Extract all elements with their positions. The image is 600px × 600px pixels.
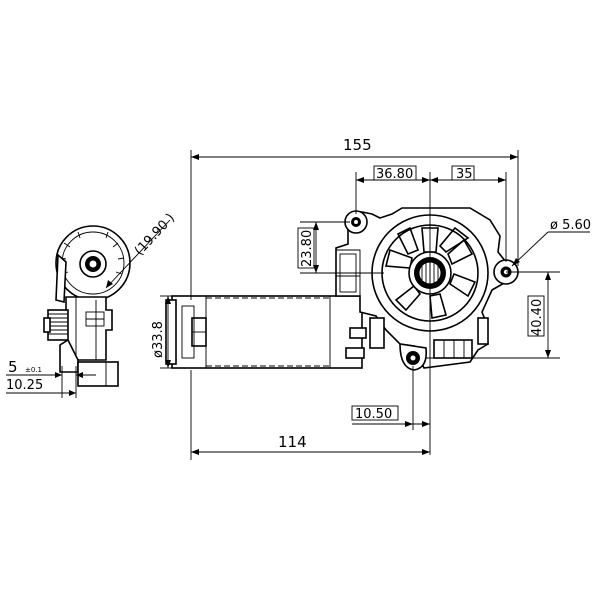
- housing-height-label: 23.80: [300, 230, 315, 267]
- front-dimensions: [160, 150, 590, 460]
- side-motor-body: [65, 296, 113, 361]
- overall-length-label: 155: [343, 136, 372, 154]
- front-view: [165, 207, 519, 371]
- gear-offset-label: 36.80: [376, 167, 413, 182]
- motor-length-label: 114: [278, 433, 307, 451]
- motor-can: [165, 295, 363, 369]
- side-shaft-hub: [79, 250, 107, 278]
- hole-spacing-label: 40.40: [530, 299, 545, 336]
- motor-diameter-label: ø33.8: [151, 321, 166, 358]
- gear-radius-label: (19.90 ): [132, 211, 178, 259]
- shaft-offset-label: 10.50: [355, 407, 392, 422]
- side-tolerance-label: ±0.1: [25, 366, 42, 374]
- side-dimensions: [6, 366, 96, 398]
- side-drive-gear: [43, 309, 69, 341]
- side-view: [43, 219, 171, 387]
- mount-lug-bottom: [399, 343, 428, 371]
- hole-diameter-label: ø 5.60: [550, 218, 591, 233]
- mount-offset-label: 35: [456, 167, 473, 182]
- side-width-label: 5: [8, 358, 18, 376]
- side-depth-label: 10.25: [6, 378, 43, 393]
